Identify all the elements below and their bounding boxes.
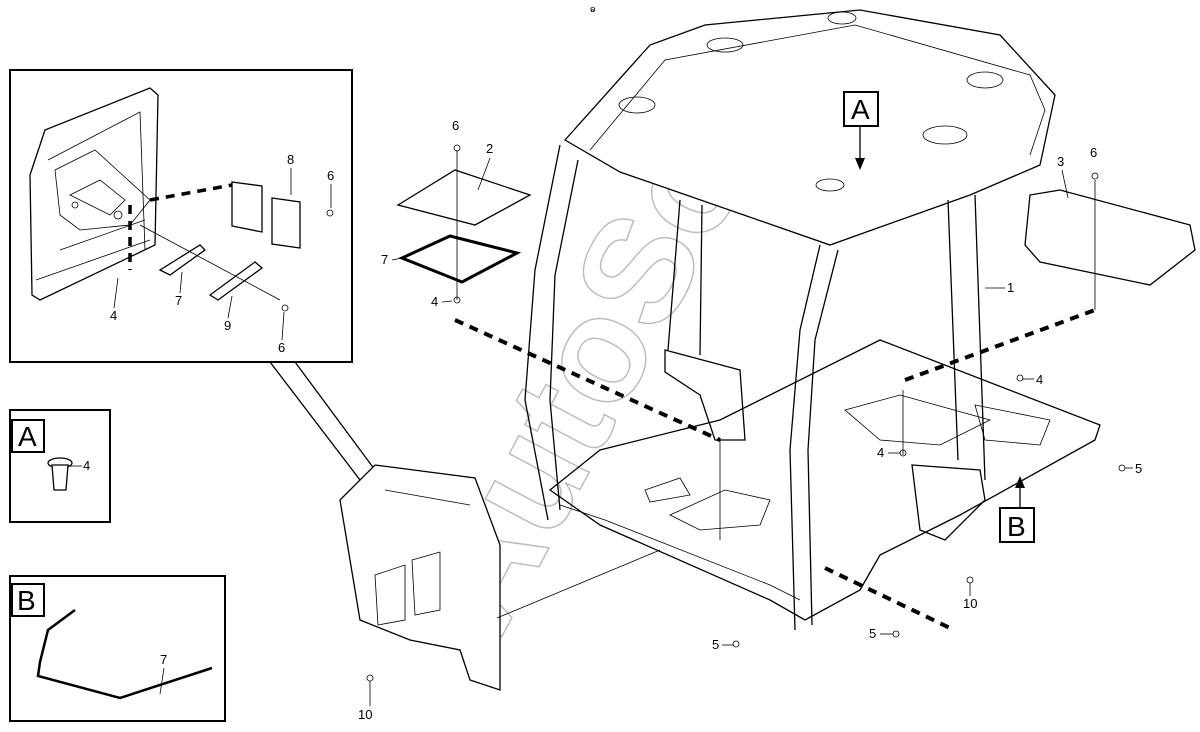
callout-7-seal: 7 [381, 252, 388, 267]
callout-5-center: 5 [712, 637, 719, 652]
svg-text:B: B [1007, 511, 1026, 542]
detail-b-letter: B [17, 585, 36, 616]
inset-label-8: 8 [287, 152, 294, 167]
inset-label-6a: 6 [327, 168, 334, 183]
inset-label-6b: 6 [278, 340, 285, 355]
callout-4-hatch: 4 [431, 294, 438, 309]
callout-4-floor-b: 4 [877, 445, 884, 460]
detail-box-a: A 4 [9, 409, 111, 523]
header-mark: ⱺ [590, 4, 596, 14]
callout-4-floor-a: 4 [1036, 372, 1043, 387]
callout-5-right: 5 [1135, 461, 1142, 476]
callouts: 1 2 3 6 6 7 4 4 4 5 5 5 10 10 [358, 118, 1142, 722]
callout-6-panel: 6 [1090, 145, 1097, 160]
detail-inset: 8 6 7 4 9 6 [9, 69, 353, 363]
detail-b-part-label: 7 [160, 652, 167, 667]
detail-a-part-label: 4 [83, 458, 90, 473]
inset-label-9: 9 [224, 318, 231, 333]
view-marker-a: A [843, 91, 879, 170]
callout-3: 3 [1057, 154, 1064, 169]
inset-label-4: 4 [110, 308, 117, 323]
callout-10-left: 10 [358, 707, 372, 722]
callout-10-right: 10 [963, 596, 977, 611]
callout-2: 2 [486, 141, 493, 156]
detail-box-b: B 7 [9, 575, 226, 722]
detail-a-letter: A [18, 421, 37, 452]
callout-1: 1 [1007, 280, 1014, 295]
callout-6-hatch: 6 [452, 118, 459, 133]
view-marker-b: B [999, 476, 1035, 543]
cab-frame-drawing [339, 9, 1196, 691]
callout-5-rear: 5 [869, 626, 876, 641]
svg-text:A: A [851, 94, 870, 125]
inset-label-7: 7 [175, 293, 182, 308]
